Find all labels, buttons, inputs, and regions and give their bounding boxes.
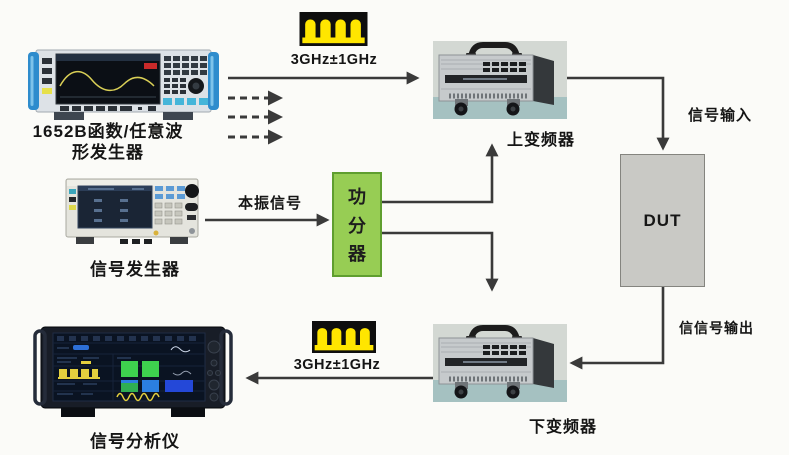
power-divider-char-3: 器 [348, 244, 366, 265]
arrow-upconverter-to-dut [567, 76, 670, 151]
signal-output-label: 信信号输出 [679, 320, 754, 336]
awg-label-line1: 1652B函数/任意波 [32, 122, 184, 141]
arrow-divider-to-downconverter [382, 231, 499, 292]
power-divider-char-1: 功 [348, 186, 366, 207]
dut-label: DUT [643, 210, 682, 230]
down-converter-photo [433, 324, 567, 402]
down-converter-label: 下变频器 [528, 419, 597, 436]
signal-generator-screen [77, 185, 153, 229]
power-divider-box: 功 分 器 [332, 172, 382, 277]
up-converter-label: 上变频器 [506, 132, 575, 149]
signal-generator-photo [58, 173, 206, 251]
arrow-dut-to-downconverter [569, 287, 665, 370]
arrow-divider-to-upconverter [382, 143, 499, 204]
lo-signal-label: 本振信号 [238, 195, 303, 212]
pulse-waveform-icon-bottom [310, 321, 378, 353]
rf-frequency-label-bottom: 3GHz±1GHz [293, 357, 381, 373]
analyzer-bottom-waveform [116, 392, 160, 402]
analyzer-green-block-2 [142, 361, 159, 377]
power-divider-char-2: 分 [348, 215, 366, 236]
awg-label: 1652B函数/任意波 形发生器 [18, 121, 198, 163]
down-converter-artwork [433, 324, 567, 402]
awg-label-line2: 形发生器 [72, 143, 144, 162]
analyzer-blue-block [165, 380, 193, 392]
awg-waveform-trace [59, 71, 155, 92]
up-converter-artwork [433, 41, 567, 119]
signal-analyzer-photo [33, 323, 233, 421]
signal-generator-knob [185, 184, 199, 198]
pulse-waveform-icon-top [297, 12, 370, 46]
awg-artwork [28, 49, 219, 120]
analyzer-knob [207, 340, 221, 354]
signal-analyzer-artwork [33, 326, 233, 417]
signal-analyzer-label: 信号分析仪 [90, 432, 180, 451]
signal-input-label: 信号输入 [688, 107, 753, 124]
signal-generator-label: 信号发生器 [90, 260, 180, 279]
up-converter-photo [433, 41, 567, 119]
awg-instrument-photo [26, 46, 221, 124]
dut-box: DUT [620, 154, 705, 287]
signal-generator-artwork [65, 178, 199, 244]
analyzer-pulse-trace [58, 361, 100, 379]
signal-generator-rf-connector [153, 230, 159, 236]
rf-frequency-label-top: 3GHz±1GHz [290, 52, 378, 68]
analyzer-green-block-1 [121, 361, 138, 377]
